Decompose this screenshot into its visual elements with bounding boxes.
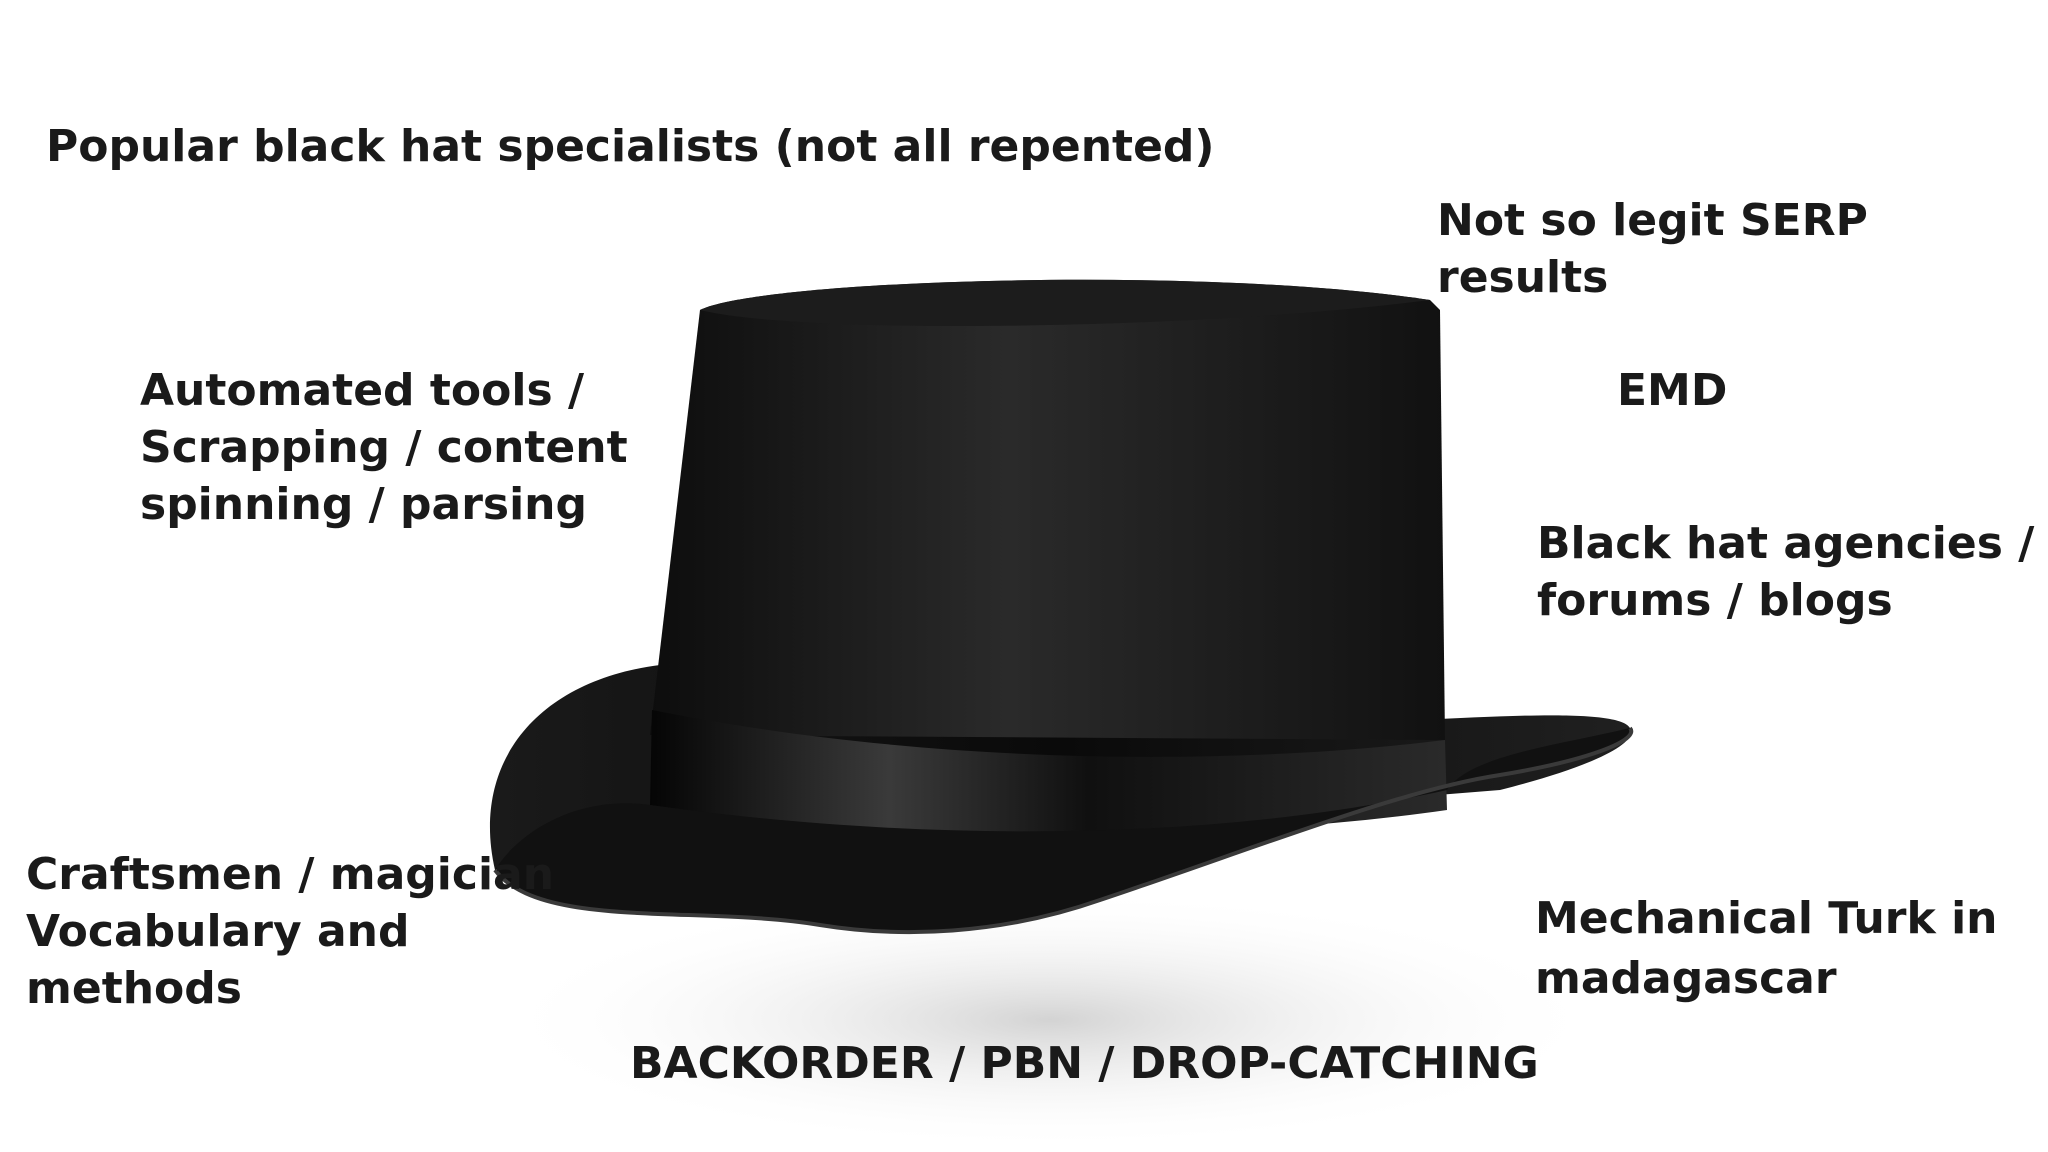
hat-crown-top xyxy=(700,279,1430,327)
label-agencies: Black hat agencies / forums / blogs xyxy=(1537,518,2035,626)
label-craftsmen: Craftsmen / magician Vocabulary and meth… xyxy=(26,849,555,1014)
hat-shadow xyxy=(490,890,1610,1150)
hat-crown xyxy=(650,279,1445,740)
label-serp-results: Not so legit SERP results xyxy=(1437,195,1868,303)
label-emd: EMD xyxy=(1617,365,1728,416)
label-backorder: BACKORDER / PBN / DROP-CATCHING xyxy=(630,1038,1539,1089)
hat-band xyxy=(650,710,1447,834)
label-mechanical-turk: Mechanical Turk in madagascar xyxy=(1535,893,1998,1004)
hat-brim-edge xyxy=(493,726,1634,935)
hat-brim-front xyxy=(495,728,1632,933)
label-popular-specialists: Popular black hat specialists (not all r… xyxy=(46,121,1215,172)
label-automated-tools: Automated tools / Scrapping / content sp… xyxy=(140,365,628,530)
